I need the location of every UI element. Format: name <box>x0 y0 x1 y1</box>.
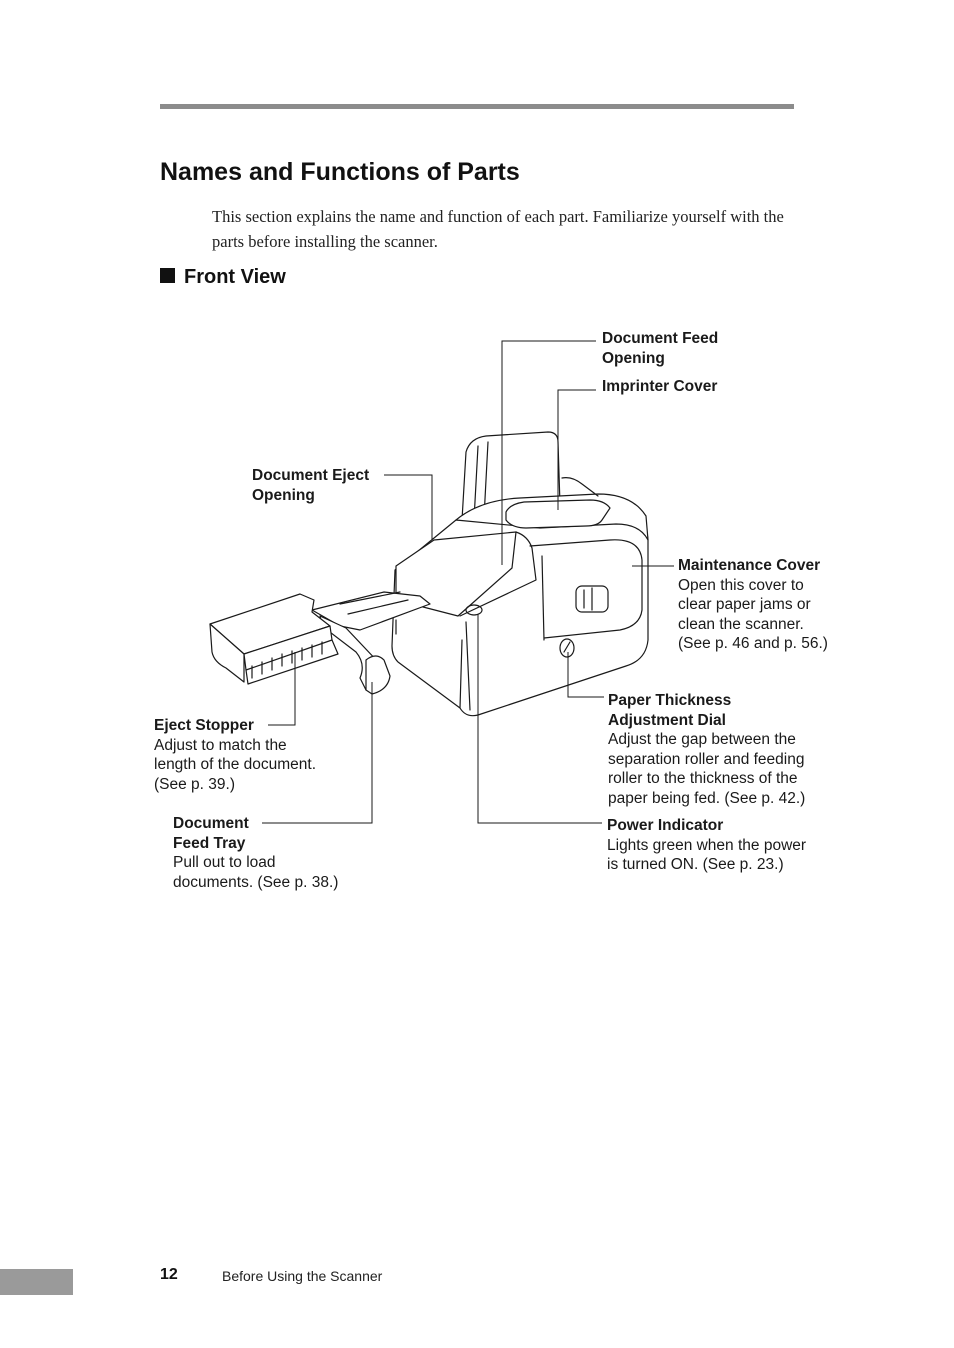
leader-power-indicator <box>477 614 602 824</box>
label-maintenance-cover: Maintenance Cover Open this cover to cle… <box>678 557 828 652</box>
leader-document-feed-opening <box>501 340 596 565</box>
leader-document-feed-tray <box>262 682 373 824</box>
label-document-feed-opening: Document Feed Opening <box>602 330 719 367</box>
intro-paragraph: This section explains the name and funct… <box>212 207 784 251</box>
label-paper-thickness-dial: Paper Thickness Adjustment Dial Adjust t… <box>608 692 806 807</box>
section-heading-front-view: Front View <box>160 266 286 289</box>
label-power-indicator: Power Indicator Lights green when the po… <box>607 817 807 873</box>
leader-document-eject-opening <box>384 474 433 540</box>
leader-imprinter-cover <box>557 389 596 510</box>
section-heading-text: Front View <box>184 266 286 288</box>
footer-tab-bar <box>0 1269 73 1295</box>
label-imprinter-cover: Imprinter Cover <box>602 378 718 395</box>
label-eject-stopper: Eject Stopper Adjust to match the length… <box>154 717 317 793</box>
leader-lines <box>262 340 674 824</box>
leader-eject-stopper <box>268 652 296 726</box>
leader-paper-thickness-dial <box>567 652 604 698</box>
page-title: Names and Functions of Parts <box>160 158 520 186</box>
page-number: 12 <box>160 1266 178 1283</box>
label-document-eject-opening: Document Eject Opening <box>252 467 370 504</box>
square-bullet-icon <box>160 268 175 283</box>
label-document-feed-tray: Document Feed Tray Pull out to load docu… <box>173 815 339 891</box>
top-rule <box>160 104 794 109</box>
footer-section-name: Before Using the Scanner <box>222 1268 383 1284</box>
